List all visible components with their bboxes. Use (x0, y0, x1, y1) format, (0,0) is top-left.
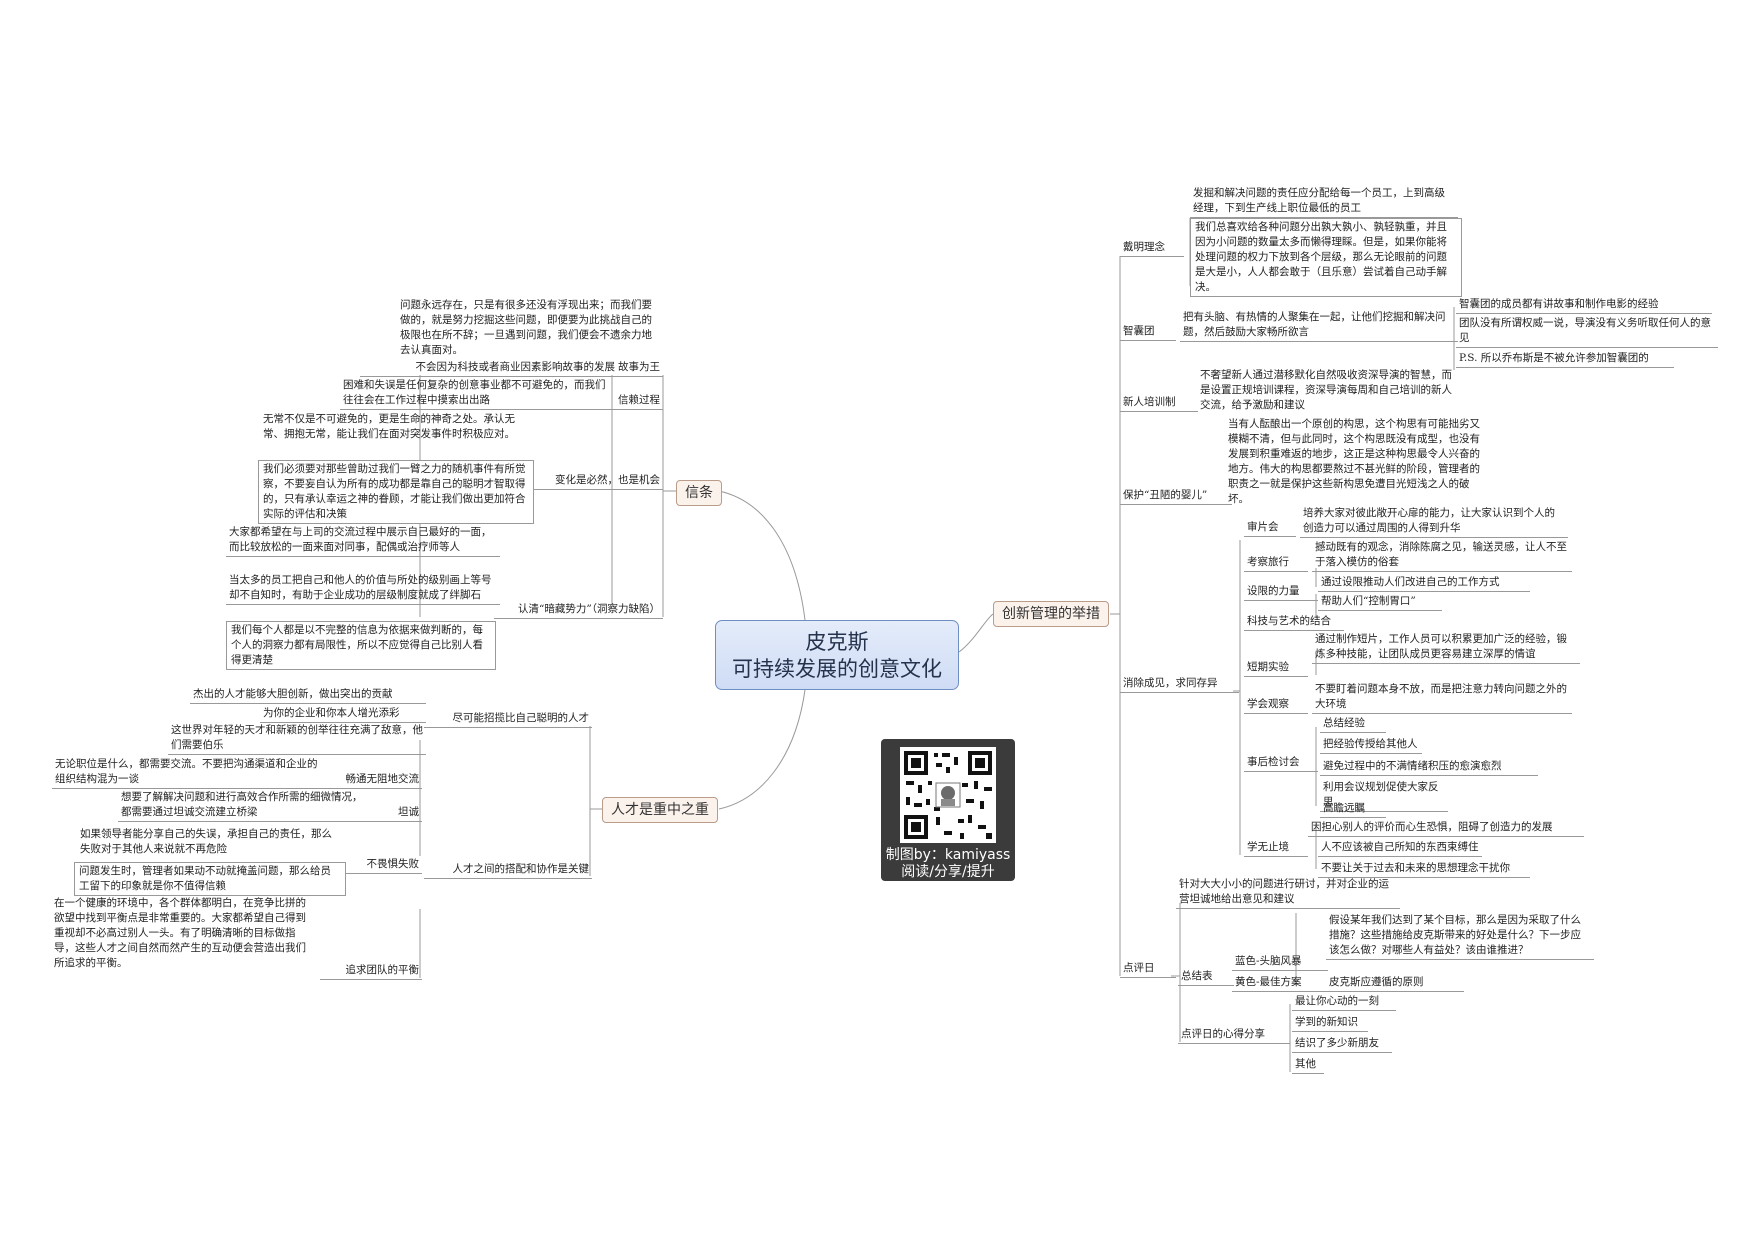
leaf-anzang-d2: 当太多的员工把自己和他人的价值与所处的级别画上等号却不自知时，有助于企业成功的层… (226, 573, 500, 605)
central-topic[interactable]: 皮克斯 可持续发展的创意文化 (715, 620, 959, 690)
leaf-zhaopin-d2: 为你的企业和你本人增光添彩 (260, 706, 426, 723)
node-shenpian[interactable]: 审片会 (1244, 520, 1296, 537)
central-topic-line1: 皮克斯 (805, 630, 869, 654)
leaf-bujushibai-d2: 问题发生时，管理者如果动不动就掩盖问题，那么给员工留下的印象就是你不值得信赖 (74, 862, 346, 896)
branch-rencai[interactable]: 人才是重中之重 (602, 797, 718, 823)
leaf-zhaopin-d1: 杰出的人才能够大胆创新，做出突出的贡献 (190, 687, 426, 704)
leaf-kaocha-d1: 撼动既有的观念，消除陈腐之见，输送灵感，让人不至于落入模仿的俗套 (1312, 540, 1572, 572)
central-topic-line2: 可持续发展的创意文化 (732, 657, 942, 681)
leaf-anzang-d1: 大家都希望在与上司的交流过程中展示自己最好的一面，而比较放松的一面来面对同事，配… (226, 525, 500, 557)
node-zongjie[interactable]: 总结表 (1178, 969, 1234, 986)
leaf-changtong-d1: 无论职位是什么，都需要交流。不要把沟通渠道和企业的组织结构混为一谈 (52, 757, 326, 789)
leaf-pingheng-d1: 在一个健康的环境中，各个群体都明白，在竞争比拼的欲望中找到平衡点是非常重要的。大… (54, 897, 306, 969)
node-xinren[interactable]: 新人培训制 (1120, 395, 1198, 412)
leaf-xinde-0: 最让你心动的一刻 (1292, 994, 1396, 1011)
leaf-daiming-d2: 我们总喜欢给各种问题分出孰大孰小、孰轻孰重，并且因为小问题的数量太多而懒得理睬。… (1190, 218, 1462, 297)
node-pingheng[interactable]: 追求团队的平衡 (320, 963, 422, 980)
leaf-jiantao-1: 把经验传授给其他人 (1320, 737, 1422, 754)
node-zhinang[interactable]: 智囊团 (1120, 324, 1176, 341)
node-keji[interactable]: 科技与艺术的结合 (1244, 614, 1344, 631)
node-bujushibai[interactable]: 不畏惧失败 (344, 857, 422, 874)
qr-author-label: 制图by：kamiyass (885, 847, 1011, 863)
node-xinlai[interactable]: 信赖过程 (612, 393, 663, 410)
leaf-zongjie-huang-d: 皮克斯应遵循的原则 (1326, 975, 1464, 992)
leaf-xinde-2: 结识了多少新朋友 (1292, 1036, 1392, 1053)
leaf-zongjie-lan: 蓝色-头脑风暴 (1232, 954, 1328, 971)
node-daiming[interactable]: 戴明理念 (1120, 240, 1184, 257)
leaf-zhinang-s2: 团队没有所谓权威一说，导演没有义务听取任何人的意见 (1456, 316, 1718, 348)
leaf-sheixian-d1: 通过设限推动人们改进自己的工作方式 (1318, 575, 1530, 592)
node-xuewu[interactable]: 学无止境 (1244, 840, 1308, 857)
leaf-xuewu-0: 因担心别人的评价而心生恐惧，阻碍了创造力的发展 (1308, 820, 1584, 837)
leaf-zhinang-d1: 把有头脑、有热情的人聚集在一起，让他们挖掘和解决问题，然后鼓励大家畅所欲言 (1180, 310, 1458, 342)
leaf-duanqi-d1: 通过制作短片，工作人员可以积累更加广泛的经验，锻炼多种技能，让团队成员更容易建立… (1312, 632, 1580, 664)
leaf-xinlai-d1: 困难和失误是任何复杂的创意事业都不可避免的，而我们往往会在工作过程中摸索出出路 (340, 378, 618, 410)
node-xiaochu[interactable]: 消除成见，求同存异 (1120, 676, 1239, 693)
qr-card: 制图by：kamiyass 阅读/分享/提升 (881, 739, 1015, 881)
leaf-xuewu-2: 不要让关于过去和未来的思想理念干扰你 (1318, 861, 1530, 878)
node-zhaopin[interactable]: 尽可能招揽比自己聪明的人才 (424, 711, 592, 728)
leaf-jiantao-2: 避免过程中的不满情绪积压的愈演愈烈 (1320, 759, 1538, 776)
node-anzang[interactable]: 认清“暗藏势力”（洞察力缺陷） (494, 602, 663, 619)
leaf-daiming-d1: 发掘和解决问题的责任应分配给每一个员工，上到高级经理，下到生产线上职位最低的员工 (1190, 186, 1458, 218)
qr-slogan-label: 阅读/分享/提升 (901, 864, 995, 880)
leaf-xinren-d1: 不奢望新人通过潜移默化自然吸收资深导演的智慧，而是设置正规培训课程，资深导演每周… (1200, 369, 1452, 411)
leaf-bianhua-d2: 我们必须要对那些曾助过我们一臂之力的随机事件有所觉察，不要妄自认为所有的成功都是… (258, 460, 534, 524)
leaf-xinde-1: 学到的新知识 (1292, 1015, 1368, 1032)
leaf-shenpian-d1: 培养大家对彼此敞开心扉的能力，让大家认识到个人的创造力可以通过周围的人得到升华 (1300, 506, 1568, 538)
leaf-sheixian-d2: 帮助人们“控制胃口” (1318, 594, 1442, 611)
node-dapei[interactable]: 人才之间的搭配和协作是关键 (424, 862, 592, 879)
leaf-xuewu-1: 人不应该被自己所知的东西束缚住 (1318, 840, 1482, 857)
node-gushi[interactable]: 故事为王 (612, 360, 663, 377)
node-duanqi[interactable]: 短期实验 (1244, 660, 1308, 677)
leaf-gushi-d1: 问题永远存在，只是有很多还没有浮现出来；而我们要做的，就是努力挖掘这些问题，即便… (400, 299, 652, 356)
node-changtong[interactable]: 畅通无阻地交流 (320, 772, 422, 789)
leaf-xinde-3: 其他 (1292, 1057, 1324, 1074)
leaf-jiantao-0: 总结经验 (1320, 716, 1386, 733)
branch-chuangxin[interactable]: 创新管理的举措 (993, 601, 1109, 627)
leaf-dianping-d1: 针对大大小小的问题进行研讨，并对企业的运营坦诚地给出意见和建议 (1176, 877, 1400, 909)
leaf-bianhua-d1: 无常不仅是不可避免的，更是生命的神奇之处。承认无常、拥抱无常，能让我们在面对突发… (263, 413, 515, 440)
leaf-gushi-d2: 不会因为科技或者商业因素影响故事的发展 (360, 360, 618, 377)
node-kaocha[interactable]: 考察旅行 (1244, 555, 1308, 572)
leaf-tancheng-d1: 想要了解解决问题和进行高效合作所需的细微情况，都需要通过坦诚交流建立桥梁 (118, 790, 374, 822)
leaf-anzang-d3: 我们每个人都是以不完整的信息为依据来做判断的，每个人的洞察力都有局限性，所以不应… (226, 621, 496, 670)
leaf-zongjie-huang: 黄色-最佳方案 (1232, 975, 1328, 992)
leaf-chouyinger-d1: 当有人酝酿出一个原创的构思，这个构思有可能拙劣又模糊不清，但与此同时，这个构思既… (1228, 418, 1480, 505)
leaf-zhinang-s3: P.S. 所以乔布斯是不被允许参加智囊团的 (1456, 351, 1674, 368)
node-jiantao[interactable]: 事后检讨会 (1244, 755, 1318, 772)
qr-code-icon (900, 747, 996, 843)
node-sheixian[interactable]: 设限的力量 (1244, 584, 1318, 601)
branch-xintiao[interactable]: 信条 (676, 480, 722, 506)
node-dianping[interactable]: 点评日 (1120, 961, 1176, 978)
node-chouyinger[interactable]: 保护“丑陋的婴儿” (1120, 488, 1232, 505)
node-bianhua[interactable]: 变化是必然，也是机会 (534, 473, 663, 490)
leaf-zhaopin-d3: 这世界对年轻的天才和新颖的创举往往充满了敌意，他们需要伯乐 (168, 723, 426, 755)
node-guancha[interactable]: 学会观察 (1244, 697, 1308, 714)
leaf-guancha-d1: 不要盯着问题本身不放，而是把注意力转向问题之外的大环境 (1312, 682, 1572, 714)
leaf-zongjie-lan-d: 假设某年我们达到了某个目标，那么是因为采取了什么措施？这些措施给皮克斯带来的好处… (1326, 913, 1594, 960)
leaf-jiantao-3: 利用会议规划促使大家反思 (1320, 780, 1448, 812)
node-tancheng[interactable]: 坦诚 (370, 805, 422, 822)
leaf-bujushibai-d1: 如果领导者能分享自己的失误，承担自己的责任，那么失败对于其他人来说就不再危险 (80, 828, 332, 855)
leaf-zhinang-s1: 智囊团的成员都有讲故事和制作电影的经验 (1456, 297, 1712, 314)
node-xinde[interactable]: 点评日的心得分享 (1178, 1027, 1290, 1044)
leaf-jiantao-4: 高瞻远瞩 (1320, 801, 1386, 818)
